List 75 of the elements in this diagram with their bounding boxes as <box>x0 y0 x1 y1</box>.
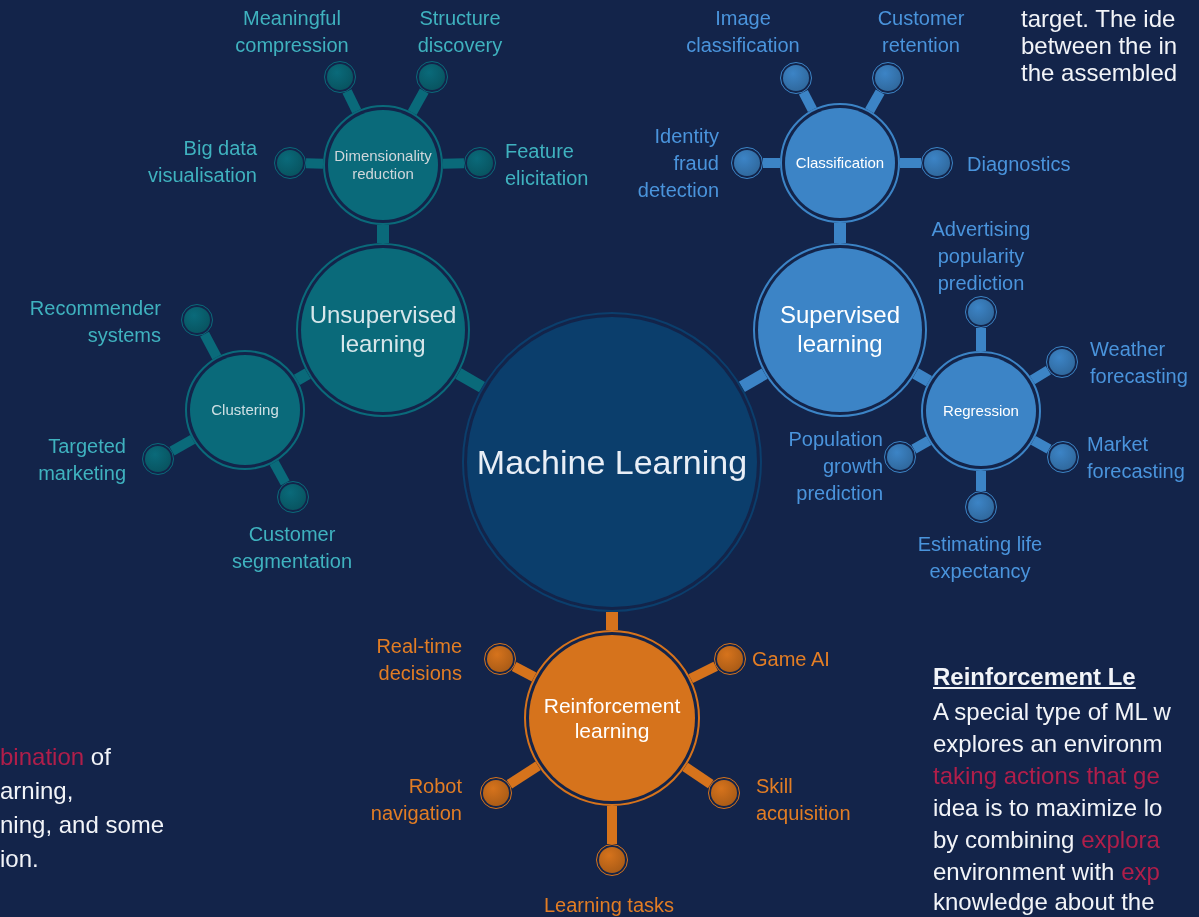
leaf-label: Estimating life expectancy <box>916 532 1044 584</box>
leaf-label: Identity fraud detection <box>636 123 719 203</box>
paragraph-text: target. The ide <box>1021 4 1176 34</box>
leaf-label: Customer segmentation <box>230 522 354 574</box>
leaf-label: Diagnostics <box>967 151 1072 177</box>
paragraph-text: exp <box>1121 857 1160 887</box>
leaf-label: Population growth prediction <box>787 426 883 506</box>
connector <box>455 368 486 393</box>
connector <box>682 762 714 789</box>
leaf-label: Weather forecasting <box>1090 337 1189 389</box>
connector <box>688 661 718 684</box>
paragraph-text: explores an environm <box>933 729 1163 759</box>
paragraph-text: between the in <box>1021 32 1178 61</box>
leaf-label: Recommender systems <box>28 296 161 348</box>
connector <box>511 662 537 682</box>
connector <box>900 158 921 168</box>
connector <box>293 368 311 386</box>
leaf-label: Image classification <box>685 6 801 58</box>
node-label: Clustering <box>211 401 279 419</box>
connector <box>606 612 618 630</box>
connector <box>506 761 541 789</box>
leaf-label: Real-time decisions <box>375 634 462 686</box>
connector <box>798 89 817 112</box>
paragraph-text: explora <box>1081 825 1160 855</box>
paragraph-text: by combining <box>933 825 1075 855</box>
connector <box>738 368 768 393</box>
paragraph-text: arning, <box>0 776 74 806</box>
node-label: Reinforcement learning <box>542 692 682 744</box>
connector <box>865 89 885 114</box>
connector <box>834 223 846 243</box>
leaf-label: Learning tasks <box>542 892 676 917</box>
paragraph-text: taking actions that ge <box>933 761 1160 791</box>
node-label: Machine Learning <box>476 441 748 483</box>
leaf-label: Advertising popularity prediction <box>930 216 1032 296</box>
paragraph-text: environment with <box>933 857 1115 887</box>
leaf-label: Market forecasting <box>1087 432 1186 484</box>
connector <box>305 158 324 169</box>
connector <box>200 331 222 360</box>
connector <box>763 158 780 168</box>
leaf-label: Skill acquisition <box>756 774 852 826</box>
node-label: Classification <box>795 154 885 172</box>
connector <box>269 460 290 486</box>
connector <box>1030 436 1052 454</box>
connector <box>169 435 196 456</box>
leaf-label: Robot navigation <box>369 774 462 826</box>
connector <box>607 806 617 844</box>
paragraph-text: knowledge about the <box>933 887 1155 917</box>
connector <box>911 436 932 454</box>
connector <box>912 368 932 387</box>
node-label: Regression <box>943 402 1019 420</box>
connector <box>342 89 362 114</box>
paragraph-text: A special type of ML w <box>933 697 1171 727</box>
connector <box>976 328 986 351</box>
node-label: Unsupervised learning <box>308 301 458 359</box>
node-label: Dimensionality reduction <box>333 147 433 183</box>
leaf-label: Targeted marketing <box>37 434 126 486</box>
paragraph-text: ion. <box>0 844 39 874</box>
connector <box>442 158 465 169</box>
paragraph-text: the assembled <box>1021 58 1178 88</box>
leaf-label: Game AI <box>752 646 831 672</box>
connector <box>407 88 429 115</box>
paragraph-text: of <box>90 742 111 772</box>
connector <box>976 471 986 491</box>
leaf-label: Customer retention <box>876 6 966 58</box>
leaf-label: Big data visualisation <box>147 136 257 188</box>
leaf-label: Structure discovery <box>416 6 504 58</box>
section-heading: Reinforcement Le <box>933 662 1136 692</box>
paragraph-text: bination <box>0 742 85 772</box>
paragraph-text: idea is to maximize lo <box>933 793 1163 823</box>
paragraph-text: ning, and some <box>0 810 165 840</box>
node-label: Supervised learning <box>778 301 902 359</box>
leaf-label: Meaningful compression <box>234 6 350 58</box>
leaf-label: Feature elicitation <box>505 139 590 191</box>
connector <box>1029 366 1051 385</box>
connector <box>377 225 389 243</box>
